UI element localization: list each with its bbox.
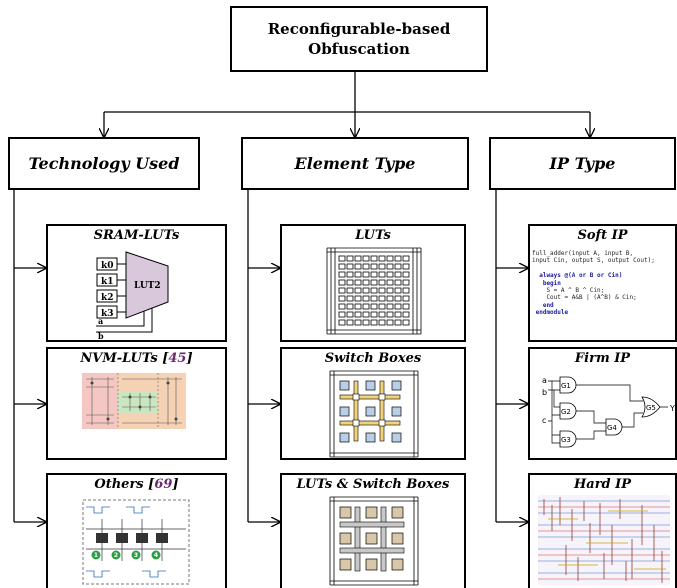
- luts-grid-illustration: [326, 247, 422, 335]
- others-schematic: 1 2 3 4: [82, 499, 190, 585]
- category-technology-used: Technology Used: [8, 137, 200, 190]
- root-node: Reconfigurable-based Obfuscation: [230, 6, 488, 72]
- lut2-label: LUT2: [134, 281, 161, 291]
- soft-ip-verilog-code: full_adder(input A, input B,input Cin, o…: [532, 250, 655, 317]
- leaf-soft-ip: Soft IP full_adder(input A, input B,inpu…: [528, 224, 677, 342]
- category-element-label: Element Type: [294, 154, 416, 173]
- leaf-firm-ip: Firm IP a b c Y G1 G2 G3 G4 G5: [528, 347, 677, 460]
- sram-input-k1: k1: [101, 277, 114, 287]
- sram-sel-a: a: [98, 316, 103, 326]
- firm-gate-g5: G5: [646, 404, 656, 412]
- luts-switch-boxes-title: LUTs & Switch Boxes: [296, 477, 450, 492]
- firm-gate-g4: G4: [607, 424, 617, 432]
- switch-boxes-illustration: [329, 370, 419, 458]
- others-ref: 69: [154, 477, 173, 492]
- category-ip-type: IP Type: [489, 137, 676, 190]
- sram-lut-schematic: k0 k1 k2 k3 LUT2 a b: [96, 251, 169, 340]
- root-title-line2: Obfuscation: [308, 40, 410, 58]
- leaf-others: Others [69] 1 2 3 4: [46, 473, 227, 588]
- hard-ip-title: Hard IP: [573, 477, 632, 492]
- luts-switch-boxes-illustration: [329, 496, 419, 586]
- sram-input-k2: k2: [101, 293, 114, 303]
- root-title-line1: Reconfigurable-based: [267, 20, 451, 38]
- hard-ip-layout: [538, 495, 670, 585]
- sram-input-k0: k0: [101, 261, 114, 271]
- others-stage-2: 2: [114, 552, 118, 559]
- others-stage-3: 3: [134, 552, 138, 559]
- firm-input-c: c: [542, 416, 546, 425]
- others-title: Others [69]: [94, 477, 179, 492]
- firm-output-y: Y: [669, 404, 675, 413]
- luts-title: LUTs: [355, 228, 391, 243]
- others-stage-4: 4: [154, 552, 158, 559]
- leaf-hard-ip: Hard IP: [528, 473, 677, 588]
- firm-input-a: a: [542, 376, 547, 385]
- leaf-luts: LUTs: [280, 224, 466, 342]
- sram-sel-b: b: [98, 331, 104, 340]
- category-technology-label: Technology Used: [28, 154, 180, 173]
- firm-gate-g3: G3: [561, 436, 571, 444]
- category-ip-label: IP Type: [549, 154, 616, 173]
- firm-input-b: b: [542, 388, 547, 397]
- leaf-luts-switch-boxes: LUTs & Switch Boxes: [280, 473, 466, 588]
- leaf-sram-luts: SRAM-LUTs k0 k1 k2 k3 LUT2 a b: [46, 224, 227, 342]
- firm-ip-gate-netlist: a b c Y G1 G2 G3 G4 G5: [542, 376, 675, 448]
- nvm-ref: 45: [168, 351, 187, 366]
- sram-luts-title: SRAM-LUTs: [93, 228, 180, 243]
- firm-ip-title: Firm IP: [574, 351, 631, 366]
- nvm-lut-schematic: [82, 373, 186, 429]
- sram-input-k3: k3: [101, 309, 114, 319]
- firm-gate-g1: G1: [561, 382, 571, 390]
- leaf-switch-boxes: Switch Boxes: [280, 347, 466, 460]
- soft-ip-title: Soft IP: [577, 228, 628, 243]
- leaf-nvm-luts: NVM-LUTs [45]: [46, 347, 227, 460]
- switch-boxes-title: Switch Boxes: [324, 351, 422, 366]
- nvm-luts-title: NVM-LUTs [45]: [80, 351, 193, 366]
- others-stage-1: 1: [94, 552, 98, 559]
- firm-gate-g2: G2: [561, 408, 571, 416]
- category-element-type: Element Type: [241, 137, 469, 190]
